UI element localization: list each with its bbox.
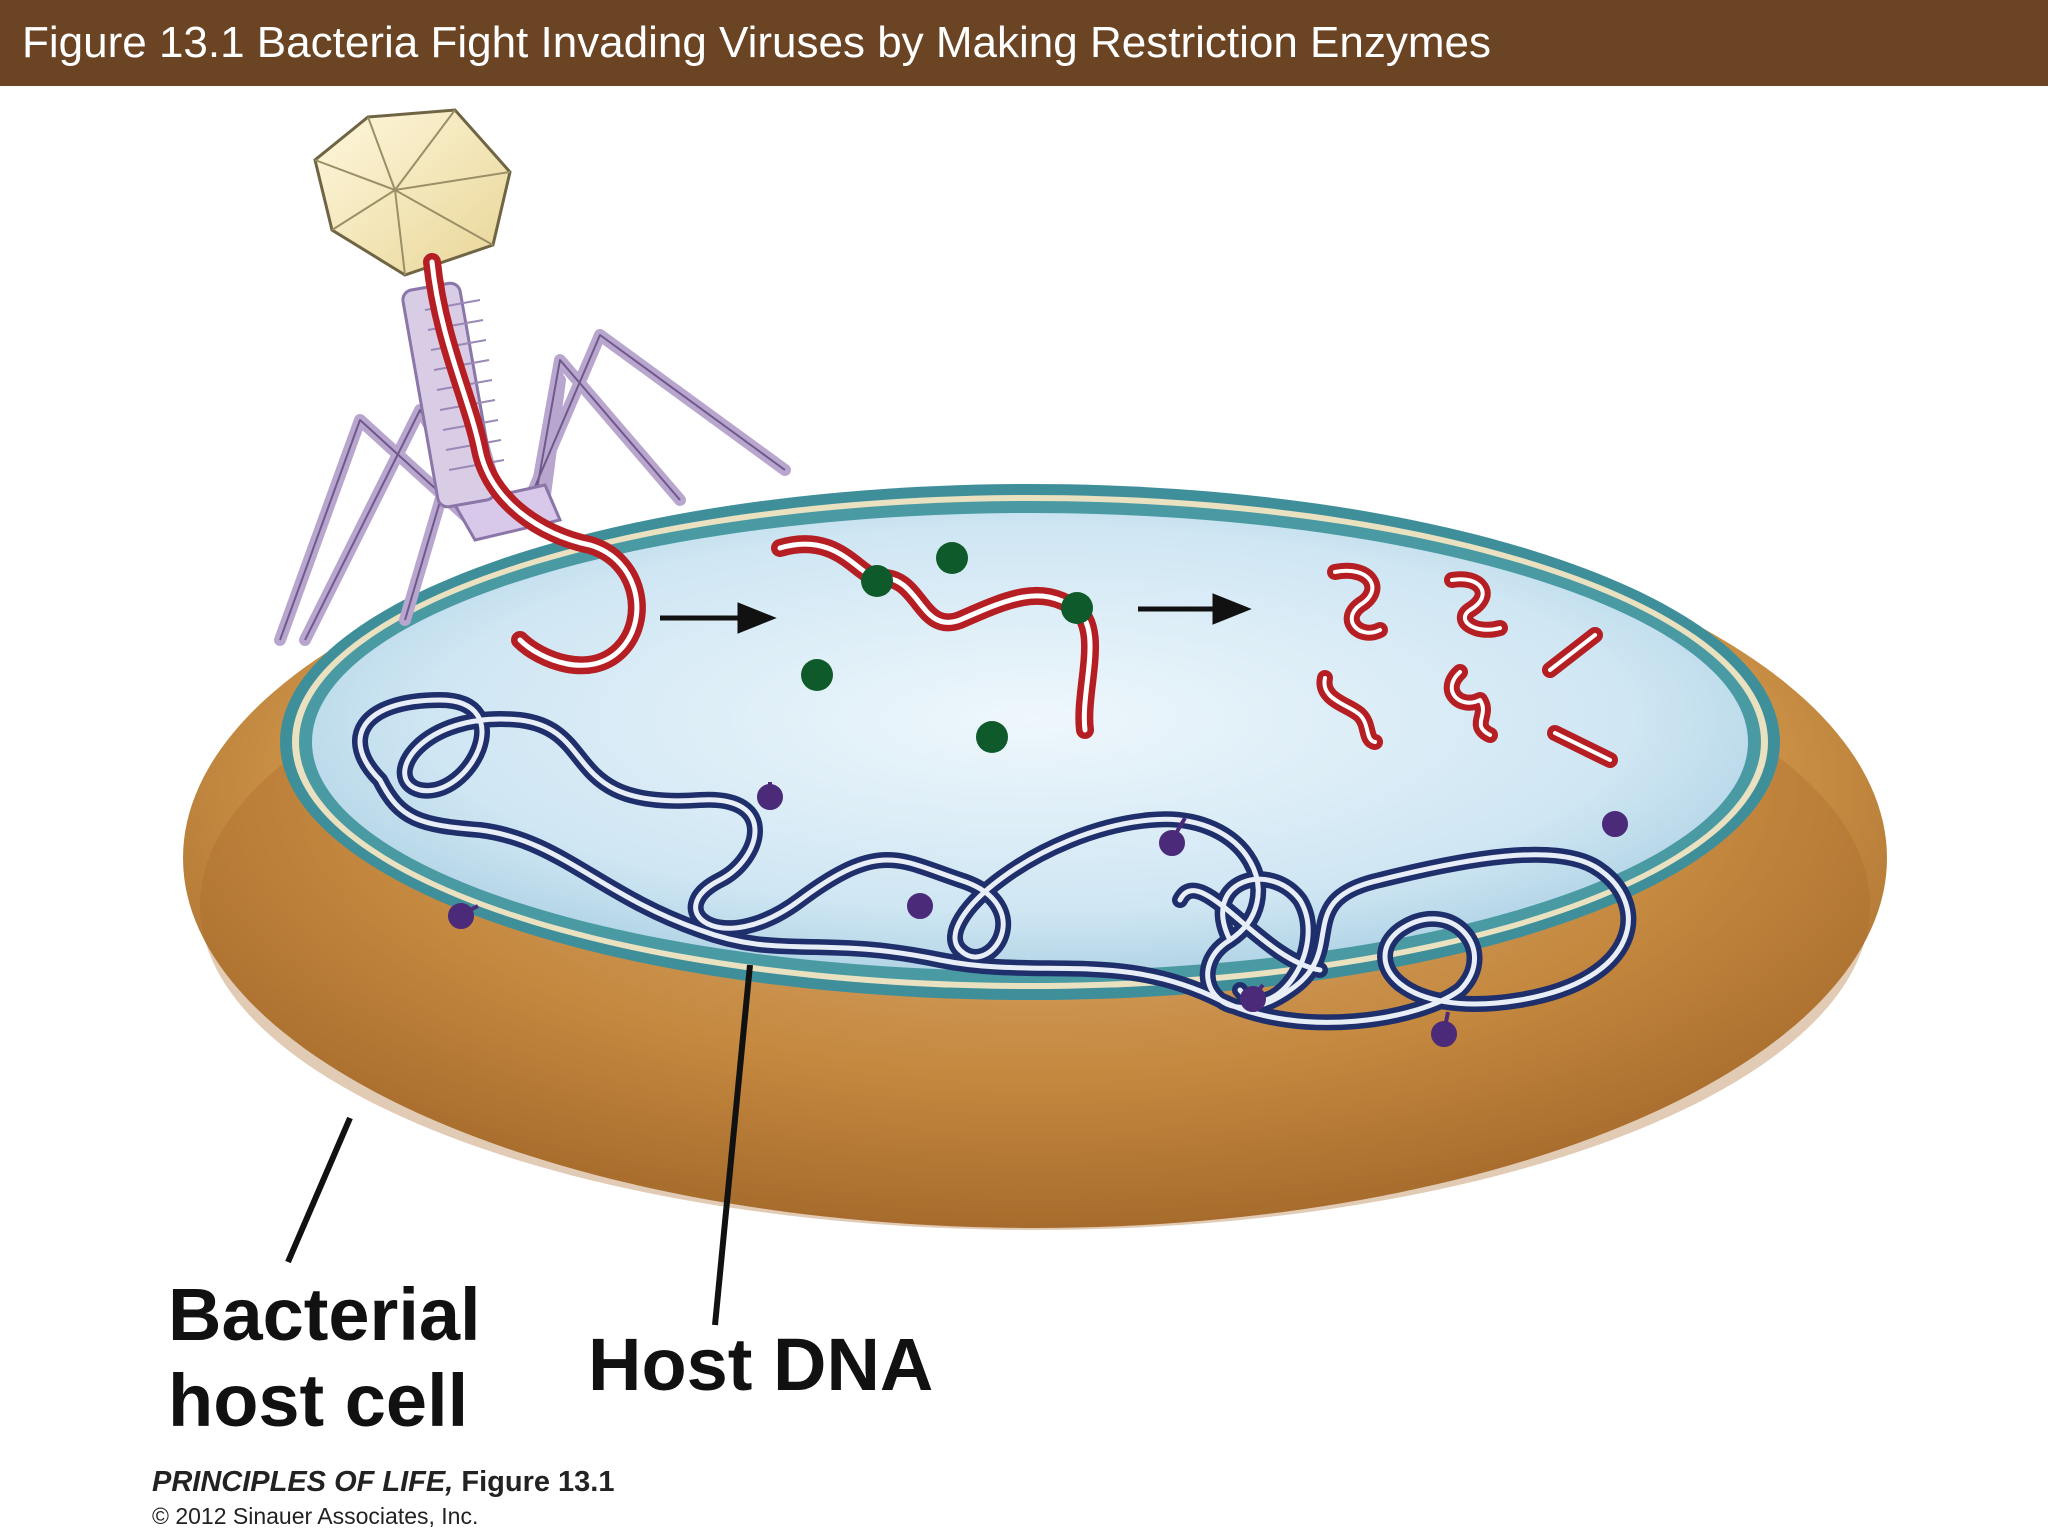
viral-dna-injected: [423, 253, 646, 675]
methyl-group: [757, 782, 783, 810]
methyl-group: [907, 893, 933, 919]
methyl-groups: [448, 782, 1628, 1047]
restriction-enzyme: [976, 721, 1008, 753]
label-line-1: Bacterial: [168, 1273, 481, 1356]
bacteriophage-diagram: [183, 108, 1887, 1326]
book-title: PRINCIPLES OF LIFE,: [152, 1466, 454, 1498]
figure-title: Figure 13.1 Bacteria Fight Invading Viru…: [22, 18, 1491, 67]
bacterial-host-cell-label: Bacterial host cell: [168, 1272, 481, 1444]
methyl-group: [1159, 816, 1187, 856]
figure-number: Figure 13.1: [461, 1466, 615, 1498]
viral-dna-fragments: [1316, 562, 1618, 768]
arrow-2: [1138, 593, 1252, 625]
methyl-group: [448, 903, 479, 929]
label-line-2: host cell: [168, 1359, 469, 1442]
methyl-group: [1602, 811, 1628, 837]
restriction-enzyme: [861, 565, 893, 597]
leader-line-dna: [712, 964, 753, 1326]
methyl-group: [1431, 1011, 1457, 1047]
book-credit: PRINCIPLES OF LIFE, Figure 13.1: [152, 1466, 615, 1499]
viral-dna-middle: [771, 535, 1100, 739]
restriction-enzyme: [936, 542, 968, 574]
leader-lines: [285, 964, 753, 1326]
phage-head: [313, 108, 512, 277]
leader-line-cell: [285, 1116, 353, 1264]
host-dna: [352, 692, 1637, 1031]
credit: PRINCIPLES OF LIFE, Figure 13.1 © 2012 S…: [152, 1466, 615, 1530]
methyl-group: [1240, 983, 1266, 1012]
cytoplasm: [312, 513, 1748, 971]
copyright: © 2012 Sinauer Associates, Inc.: [152, 1503, 479, 1529]
host-dna-label: Host DNA: [588, 1323, 934, 1406]
restriction-enzyme: [1061, 592, 1093, 624]
restriction-enzyme: [801, 659, 833, 691]
arrow-1: [660, 602, 777, 634]
step-arrows: [660, 593, 1252, 634]
title-bar: Figure 13.1 Bacteria Fight Invading Viru…: [0, 0, 2048, 86]
bacteriophage: [274, 108, 791, 646]
restriction-enzymes: [801, 542, 1093, 753]
